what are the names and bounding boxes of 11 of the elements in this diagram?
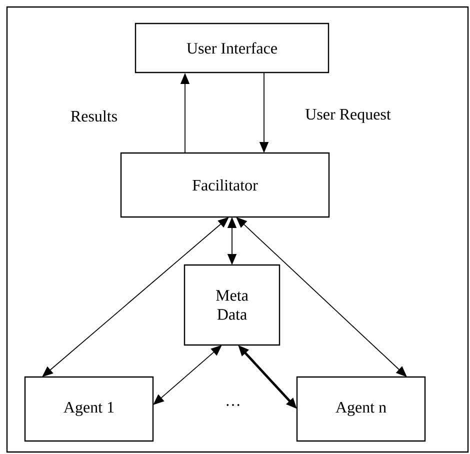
box: Agent n	[296, 376, 426, 442]
box: Facilitator	[120, 152, 330, 218]
edge-label: Results	[70, 110, 117, 122]
arrow	[236, 217, 407, 377]
arrow	[153, 345, 222, 405]
box: Agent 1	[24, 376, 154, 442]
box: User Interface	[134, 22, 330, 74]
arrow	[42, 217, 229, 377]
box: Meta Data	[184, 264, 280, 346]
edge-label: User Request	[305, 109, 391, 123]
ellipsis-label: …	[226, 404, 240, 406]
